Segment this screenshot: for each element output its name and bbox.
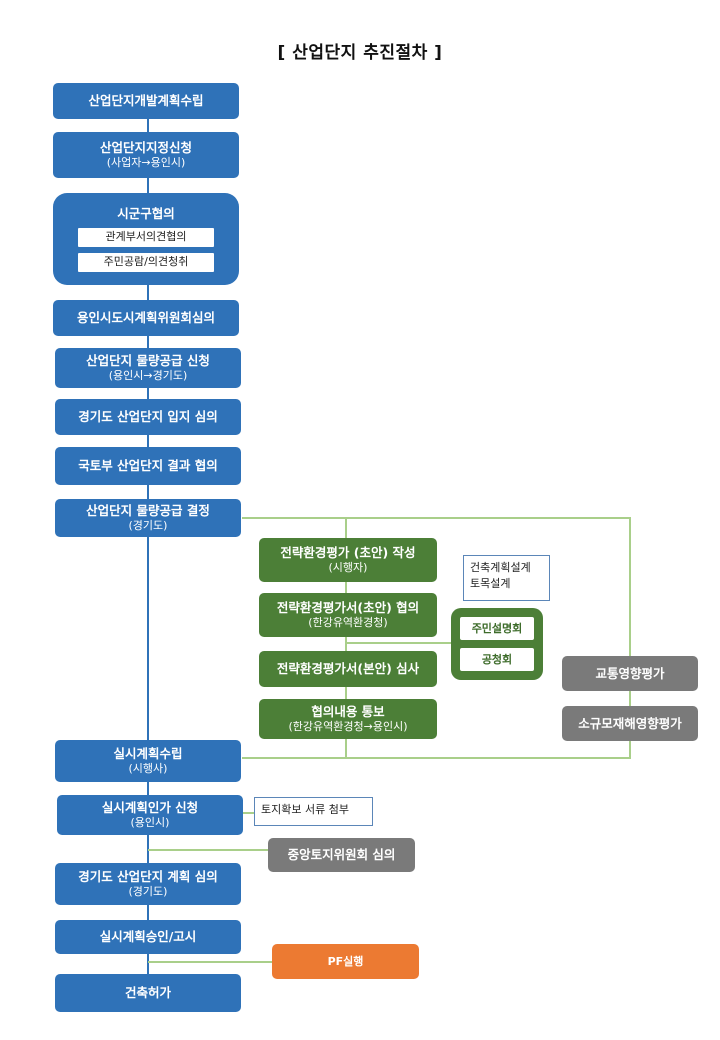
step-label: 실시계획인가 신청 bbox=[101, 800, 199, 816]
step-label: 전략환경평가서(본안) 심사 bbox=[276, 661, 420, 677]
step-sub: (시행자) bbox=[328, 560, 368, 574]
page-title: [ 산업단지 추진절차 ] bbox=[277, 43, 443, 63]
step-label: 용인시도시계획위원회심의 bbox=[76, 310, 215, 326]
design-note: 건축계획설계 토목설계 bbox=[463, 555, 550, 601]
step-approval-request: 실시계획인가 신청 (용인시) bbox=[57, 795, 243, 835]
step-label: 산업단지개발계획수립 bbox=[88, 93, 204, 109]
central-land-committee: 중앙토지위원회 심의 bbox=[268, 838, 415, 872]
env-draft-writing: 전략환경평가 (초안) 작성 (시행자) bbox=[259, 538, 437, 582]
step-designation-request: 산업단지지정신청 (사업자→용인시) bbox=[53, 132, 239, 178]
step-label: 경기도 산업단지 계획 심의 bbox=[78, 869, 218, 885]
side-label: 교통영향평가 bbox=[595, 665, 665, 681]
step-label: 전략환경평가서(초안) 협의 bbox=[276, 600, 420, 616]
step-label: 건축허가 bbox=[124, 985, 171, 1001]
step-label: 산업단지지정신청 bbox=[99, 140, 192, 156]
step-sub: (용인시) bbox=[130, 815, 170, 829]
step-sub: (한강유역환경청) bbox=[308, 615, 388, 629]
hearing-group: 주민설명회 공청회 bbox=[451, 608, 543, 680]
step-label: 경기도 산업단지 입지 심의 bbox=[78, 409, 218, 425]
public-review: 주민공람/의견청취 bbox=[78, 252, 214, 272]
pf-execution: PF실행 bbox=[272, 944, 419, 979]
env-final-review: 전략환경평가서(본안) 심사 bbox=[259, 651, 437, 687]
step-supply-decision: 산업단지 물량공급 결정 (경기도) bbox=[55, 499, 241, 537]
step-label: 산업단지 물량공급 결정 bbox=[86, 503, 210, 519]
step-site-review: 경기도 산업단지 입지 심의 bbox=[55, 399, 241, 435]
disaster-impact-assessment: 소규모재해영향평가 bbox=[562, 706, 698, 741]
public-hearing: 공청회 bbox=[460, 648, 534, 671]
step-label: 산업단지 물량공급 신청 bbox=[86, 353, 210, 369]
step-label: 실시계획수립 bbox=[113, 746, 183, 762]
step-sub: (경기도) bbox=[128, 518, 168, 532]
step-label: 실시계획승인/고시 bbox=[99, 929, 197, 945]
env-draft-consultation: 전략환경평가서(초안) 협의 (한강유역환경청) bbox=[259, 593, 437, 637]
step-sub: (사업자→용인시) bbox=[106, 155, 186, 169]
step-label: 국토부 산업단지 결과 협의 bbox=[78, 458, 218, 474]
step-molit-consultation: 국토부 산업단지 결과 협의 bbox=[55, 447, 241, 485]
step-label: 시군구협의 bbox=[117, 206, 175, 222]
step-supply-request: 산업단지 물량공급 신청 (용인시→경기도) bbox=[55, 348, 241, 388]
traffic-impact-assessment: 교통영향평가 bbox=[562, 656, 698, 691]
step-local-consultation: 시군구협의 관계부서의견협의 주민공람/의견청취 bbox=[53, 193, 239, 285]
note-line: 토목설계 bbox=[470, 576, 511, 590]
side-label: 중앙토지위원회 심의 bbox=[287, 847, 396, 863]
step-label: 협의내용 통보 bbox=[311, 704, 385, 720]
env-result-notice: 협의내용 통보 (한강유역환경청→용인시) bbox=[259, 699, 437, 739]
note-line: 건축계획설계 bbox=[470, 561, 531, 574]
step-building-permit: 건축허가 bbox=[55, 974, 241, 1012]
side-label: PF실행 bbox=[327, 954, 364, 968]
step-development-plan: 산업단지개발계획수립 bbox=[53, 83, 239, 119]
step-label: 전략환경평가 (초안) 작성 bbox=[280, 545, 416, 561]
step-sub: (한강유역환경청→용인시) bbox=[288, 719, 408, 733]
step-approval-notice: 실시계획승인/고시 bbox=[55, 920, 241, 954]
step-implementation-plan: 실시계획수립 (시행사) bbox=[55, 740, 241, 782]
step-city-committee: 용인시도시계획위원회심의 bbox=[53, 300, 239, 336]
step-sub: (용인시→경기도) bbox=[108, 368, 188, 382]
note-line: 토지확보 서류 첨부 bbox=[261, 803, 349, 816]
dept-consultation: 관계부서의견협의 bbox=[78, 227, 214, 247]
step-sub: (시행사) bbox=[128, 761, 168, 775]
step-sub: (경기도) bbox=[128, 884, 168, 898]
side-label: 소규모재해영향평가 bbox=[578, 715, 682, 731]
step-plan-review: 경기도 산업단지 계획 심의 (경기도) bbox=[55, 863, 241, 905]
land-document-note: 토지확보 서류 첨부 bbox=[254, 797, 373, 826]
resident-briefing: 주민설명회 bbox=[460, 617, 534, 640]
